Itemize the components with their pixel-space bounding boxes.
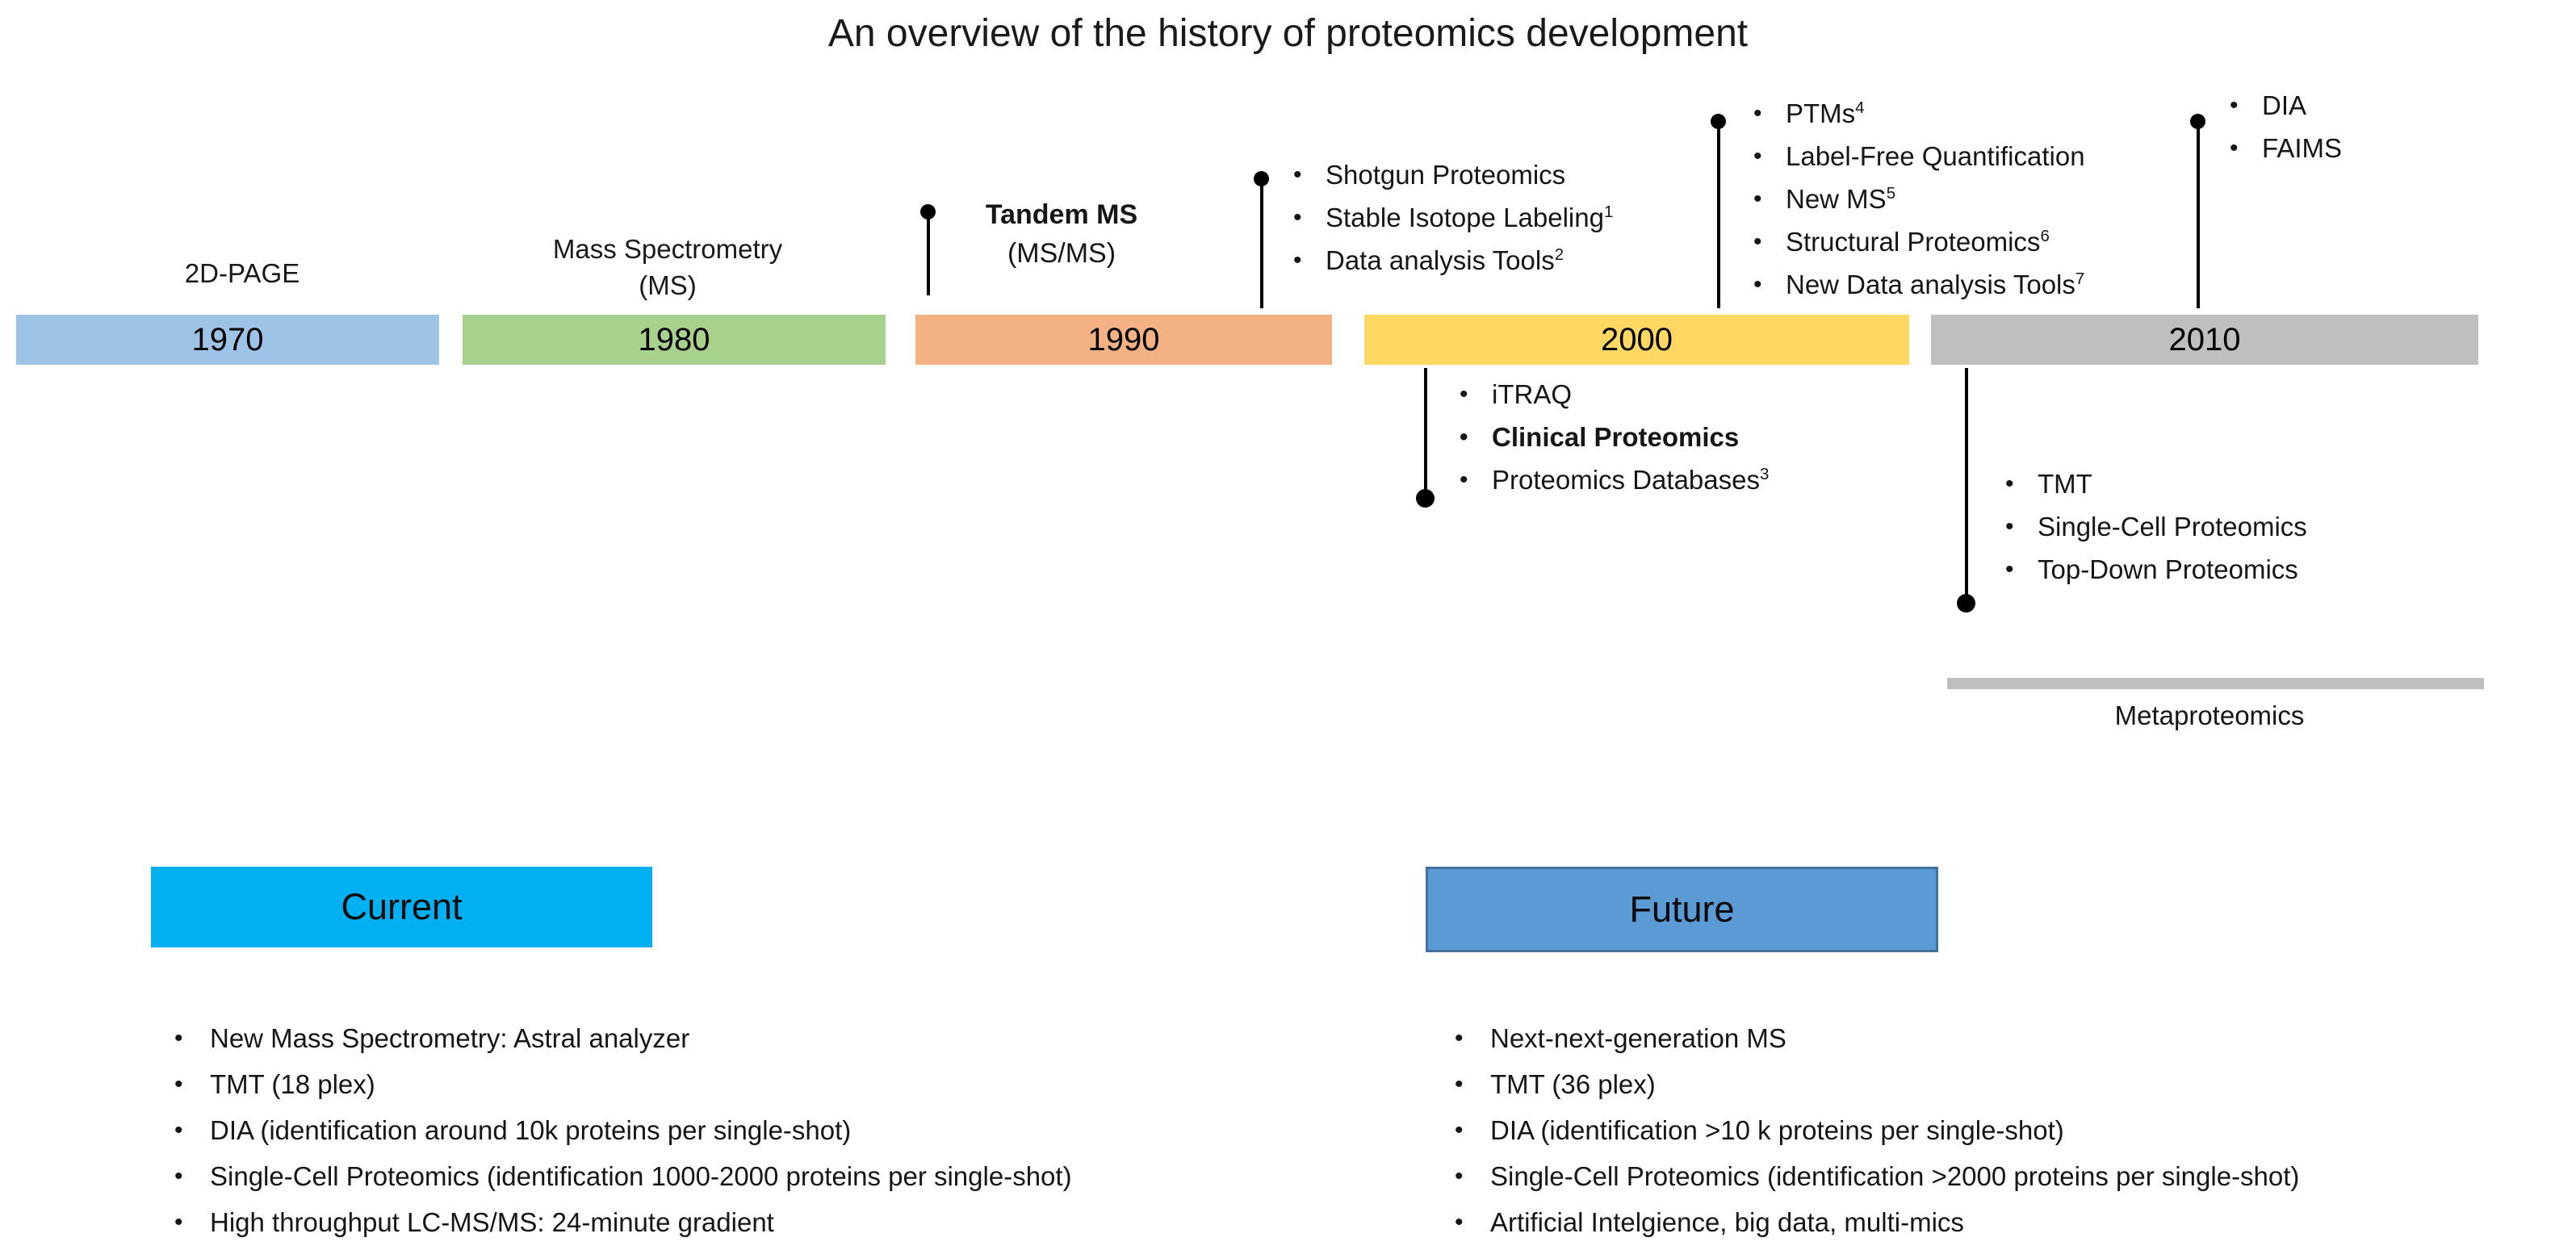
shotgun-pin-stem — [1260, 184, 1263, 308]
dia-list: DIA FAIMS — [2225, 92, 2342, 178]
list-item: Single-Cell Proteomics (identification >… — [1450, 1163, 2299, 1191]
timeline-bar-1980: 1980 — [463, 315, 886, 365]
era-label-mass-spectrometry: Mass Spectrometry (MS) — [466, 231, 869, 303]
slide-title: An overview of the history of proteomics… — [827, 12, 1749, 55]
itraq-list: iTRAQ Clinical Proteomics Proteomics Dat… — [1455, 381, 1769, 509]
shotgun-list: Shotgun Proteomics Stable Isotope Labeli… — [1288, 161, 1613, 290]
era-label-ms-line2: (MS) — [639, 270, 697, 300]
list-item: New Data analysis Tools7 — [1749, 270, 2085, 299]
metaproteomics-bar — [1947, 678, 2484, 689]
tandem-title: Tandem MS — [985, 199, 1138, 230]
future-box: Future — [1426, 867, 1938, 952]
tandem-pin-dot-icon — [920, 204, 936, 220]
tandem-pin-stem — [927, 216, 930, 295]
list-item: Top-Down Proteomics — [2000, 556, 2307, 584]
future-box-label: Future — [1629, 889, 1735, 930]
list-item: Shotgun Proteomics — [1288, 161, 1613, 190]
list-item: FAIMS — [2225, 135, 2342, 163]
ptms-list: PTMs4 Label-Free Quantification New MS5 … — [1749, 99, 2085, 314]
dia-pin-stem — [2197, 127, 2200, 308]
list-item: TMT (36 plex) — [1450, 1071, 2299, 1099]
itraq-pin-dot-icon — [1416, 489, 1435, 508]
list-item: DIA (identification around 10k proteins … — [170, 1117, 1072, 1145]
timeline-bar-2000: 2000 — [1364, 315, 1909, 365]
year-label-1990: 1990 — [1087, 321, 1160, 357]
list-item: Clinical Proteomics — [1455, 424, 1769, 452]
list-item: DIA (identification >10 k proteins per s… — [1450, 1117, 2299, 1145]
list-item: Artificial Intelgience, big data, multi-… — [1450, 1209, 2299, 1237]
list-item: Label-Free Quantification — [1749, 143, 2085, 171]
tandem-label-block: Tandem MS (MS/MS) — [953, 195, 1171, 273]
metaproteomics-label: Metaproteomics — [2114, 700, 2305, 730]
timeline-bar-1990: 1990 — [915, 315, 1332, 365]
tmt-pin-stem — [1965, 368, 1968, 599]
itraq-pin-stem — [1424, 368, 1427, 494]
list-item: Data analysis Tools2 — [1288, 246, 1613, 274]
era-label-ms-line1: Mass Spectrometry — [552, 234, 783, 264]
list-item: iTRAQ — [1455, 381, 1769, 409]
era-label-2d-page: 2D-PAGE — [184, 258, 300, 288]
list-item: DIA — [2225, 92, 2342, 120]
list-item: Proteomics Databases3 — [1455, 466, 1769, 494]
list-item: TMT (18 plex) — [170, 1071, 1072, 1099]
year-label-2010: 2010 — [2168, 321, 2241, 357]
current-box: Current — [151, 867, 652, 947]
list-item: Single-Cell Proteomics — [2000, 513, 2307, 541]
year-label-1980: 1980 — [638, 321, 710, 357]
list-item: TMT — [2000, 470, 2307, 499]
year-label-1970: 1970 — [191, 321, 264, 357]
tmt-pin-dot-icon — [1957, 594, 1975, 613]
current-list: New Mass Spectrometry: Astral analyzer T… — [170, 1025, 1072, 1246]
year-label-2000: 2000 — [1601, 321, 1673, 357]
current-box-label: Current — [341, 886, 463, 927]
ptms-pin-dot-icon — [1711, 114, 1726, 129]
timeline-bar-1970: 1970 — [16, 315, 439, 365]
list-item: New MS5 — [1749, 185, 2085, 213]
list-item: Next-next-generation MS — [1450, 1025, 2299, 1053]
list-item: New Mass Spectrometry: Astral analyzer — [170, 1025, 1072, 1053]
future-list: Next-next-generation MS TMT (36 plex) DI… — [1450, 1025, 2299, 1246]
shotgun-pin-dot-icon — [1254, 171, 1269, 186]
ptms-pin-stem — [1717, 127, 1720, 308]
list-item: High throughput LC-MS/MS: 24-minute grad… — [170, 1209, 1072, 1237]
list-item: Structural Proteomics6 — [1749, 228, 2085, 256]
dia-pin-dot-icon — [2190, 114, 2205, 129]
list-item: Stable Isotope Labeling1 — [1288, 203, 1613, 232]
tandem-subtitle: (MS/MS) — [1007, 238, 1116, 269]
timeline-bar-2010: 2010 — [1931, 315, 2478, 365]
list-item: PTMs4 — [1749, 99, 2085, 128]
list-item: Single-Cell Proteomics (identification 1… — [170, 1163, 1072, 1191]
tmt-list: TMT Single-Cell Proteomics Top-Down Prot… — [2000, 470, 2307, 599]
